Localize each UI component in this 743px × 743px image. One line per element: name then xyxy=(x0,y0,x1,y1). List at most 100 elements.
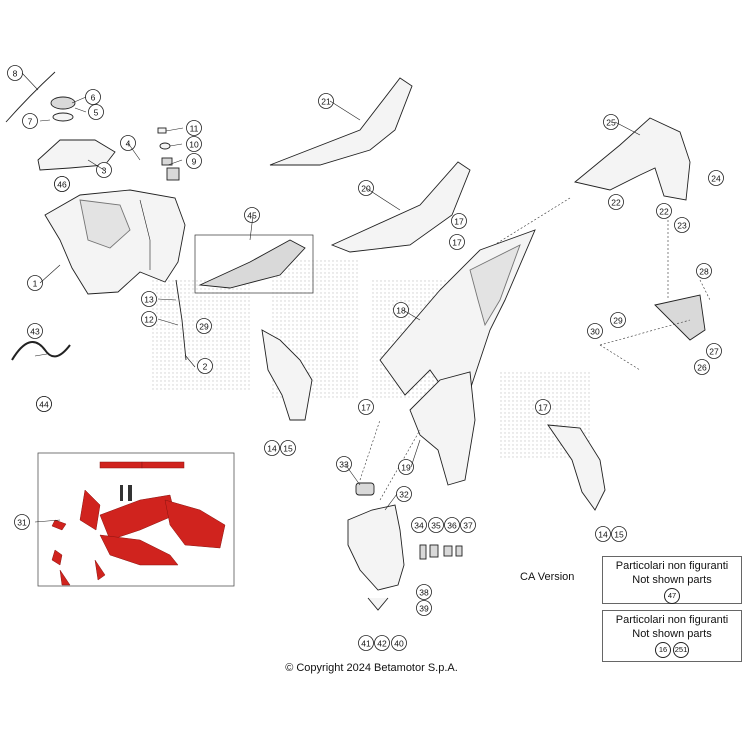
callout-13: 13 xyxy=(141,291,157,307)
callout-number: 28 xyxy=(699,267,709,277)
callout-circle xyxy=(393,302,409,318)
callout-25: 25 xyxy=(603,114,619,130)
note-title: Particolari non figuranti xyxy=(615,614,729,626)
callout-number: 17 xyxy=(538,403,548,413)
callout-number: 34 xyxy=(414,521,424,531)
leader-lines xyxy=(21,72,641,523)
rear-subframe xyxy=(469,117,691,261)
screws-group xyxy=(157,127,187,361)
callout-circle xyxy=(280,440,296,456)
callout-circle xyxy=(610,312,626,328)
callout-10: 10 xyxy=(186,136,202,152)
callout-number: 20 xyxy=(361,184,371,194)
decal-kit xyxy=(37,452,235,587)
callout-number: 3 xyxy=(102,166,107,176)
callout-number: 8 xyxy=(13,69,18,79)
callout-circle xyxy=(264,440,280,456)
callout-number: 38 xyxy=(419,588,429,598)
callout-28: 28 xyxy=(696,263,712,279)
callout-circle xyxy=(7,65,23,81)
callout-number: 22 xyxy=(659,207,669,217)
callout-number: 27 xyxy=(709,347,719,357)
callout-number: 45 xyxy=(247,211,257,221)
callout-number: 11 xyxy=(190,124,199,134)
callout-17: 17 xyxy=(449,234,465,250)
callout-circle xyxy=(27,275,43,291)
callout-circle xyxy=(428,517,444,533)
callout-circle xyxy=(318,93,334,109)
callout-number: 15 xyxy=(283,444,293,454)
callout-number: 21 xyxy=(321,97,331,107)
clamp-parts xyxy=(367,544,463,611)
callout-number: 40 xyxy=(394,639,404,649)
license-plate-bracket xyxy=(599,220,711,371)
callout-27: 27 xyxy=(706,343,722,359)
callout-18: 18 xyxy=(393,302,409,318)
callout-number: 5 xyxy=(94,108,99,118)
callout-circle xyxy=(611,526,627,542)
seat-cover-box xyxy=(194,234,314,294)
callout-circle xyxy=(706,343,722,359)
callout-number: 14 xyxy=(598,530,608,540)
callout-8: 8 xyxy=(7,65,23,81)
ca-version-label: CA Version xyxy=(520,571,575,583)
callout-32: 32 xyxy=(396,486,412,502)
callout-number: 25 xyxy=(606,118,616,128)
callout-circle xyxy=(141,291,157,307)
hose xyxy=(11,341,71,361)
callout-circle xyxy=(694,359,710,375)
callout-number: 31 xyxy=(17,518,27,528)
callout-circle xyxy=(88,104,104,120)
callout-circle xyxy=(14,514,30,530)
callout-circle xyxy=(587,323,603,339)
callout-circle xyxy=(595,526,611,542)
callout-circle xyxy=(186,136,202,152)
callout-19: 19 xyxy=(398,459,414,475)
callout-circle xyxy=(674,217,690,233)
not-shown-parts-box-1: Particolari non figuranti Not shown part… xyxy=(602,556,742,604)
callout-number: 10 xyxy=(189,140,199,150)
callout-22: 22 xyxy=(656,203,672,219)
callout-31: 31 xyxy=(14,514,30,530)
fuel-tank xyxy=(44,189,186,295)
callout-circle xyxy=(27,323,43,339)
callout-circle xyxy=(196,318,212,334)
callout-number: 41 xyxy=(361,639,371,649)
callout-circle xyxy=(416,600,432,616)
watermark xyxy=(150,250,600,420)
callout-number: 19 xyxy=(401,463,411,473)
callout-2: 2 xyxy=(197,358,213,374)
callout-number: 9 xyxy=(192,157,197,167)
callout-12: 12 xyxy=(141,311,157,327)
callout-circle xyxy=(391,635,407,651)
callout-number: 46 xyxy=(57,180,67,190)
callout-circle xyxy=(197,358,213,374)
callout-30: 30 xyxy=(587,323,603,339)
callout-46: 46 xyxy=(54,176,70,192)
side-panel-19 xyxy=(409,371,476,486)
note-part-number: 16 xyxy=(655,642,671,658)
callout-40: 40 xyxy=(391,635,407,651)
callout-number: 29 xyxy=(613,316,623,326)
callout-circle xyxy=(535,399,551,415)
callout-22: 22 xyxy=(608,194,624,210)
callout-circle xyxy=(186,120,202,136)
callout-26: 26 xyxy=(694,359,710,375)
callout-1: 1 xyxy=(27,275,43,291)
callout-29: 29 xyxy=(196,318,212,334)
callout-circle xyxy=(460,517,476,533)
callout-number: 12 xyxy=(144,315,154,325)
callout-circle xyxy=(708,170,724,186)
callout-number: 29 xyxy=(199,322,209,332)
callout-number: 23 xyxy=(677,221,687,231)
callout-circle xyxy=(449,234,465,250)
note-title: Particolari non figuranti xyxy=(615,560,729,572)
callout-circle xyxy=(656,203,672,219)
callout-number: 30 xyxy=(590,327,600,337)
callout-number: 33 xyxy=(339,460,349,470)
callout-circle xyxy=(416,584,432,600)
callout-15: 15 xyxy=(611,526,627,542)
callout-33: 33 xyxy=(336,456,352,472)
shroud-left xyxy=(261,329,313,421)
